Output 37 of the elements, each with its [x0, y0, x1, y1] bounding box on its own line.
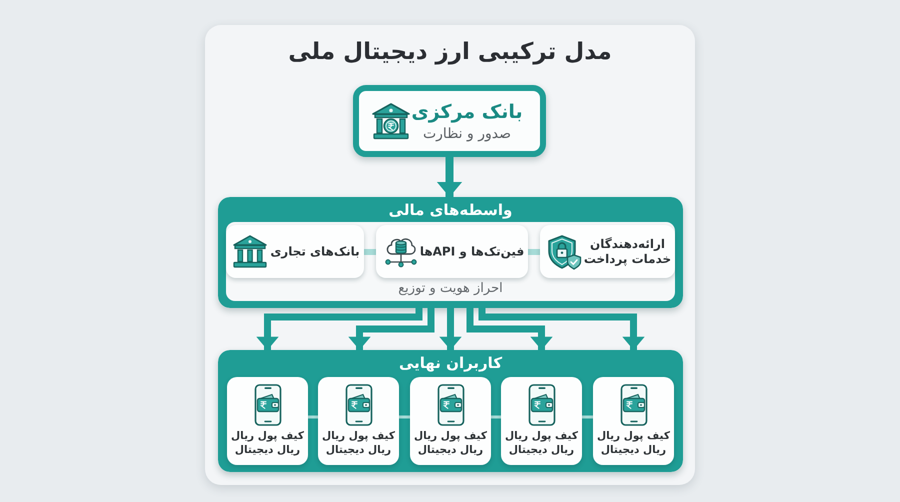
group-heading: واسطه‌های مالی	[388, 200, 512, 220]
card-label: کیف پول ریال ریال دیجیتال	[322, 429, 396, 457]
group-box	[218, 197, 683, 308]
box-title: بانک مرکزی	[411, 100, 523, 124]
card	[376, 225, 528, 278]
card-label: فین‌تک‌ها و APIها	[420, 244, 524, 259]
connector-line	[528, 249, 540, 255]
arrow	[256, 308, 422, 350]
connector-line	[308, 416, 318, 418]
connector-line	[491, 416, 501, 418]
card	[501, 377, 582, 465]
connector-line	[364, 249, 376, 255]
arrow	[348, 308, 434, 350]
connector-line	[399, 416, 410, 418]
arrow	[466, 308, 553, 350]
card	[318, 377, 399, 465]
title: مدل ترکیبی ارز دیجیتال ملی	[288, 38, 612, 67]
arrow	[439, 308, 462, 350]
card	[226, 225, 364, 278]
group-box	[218, 350, 683, 472]
connector-line	[582, 416, 593, 418]
process-box	[353, 85, 546, 157]
card-label: کیف پول ریال ریال دیجیتال	[596, 429, 670, 457]
card	[410, 377, 491, 465]
card-label: کیف پول ریال ریال دیجیتال	[414, 429, 488, 457]
arrow	[478, 308, 645, 350]
box-subtitle: صدور و نظارت	[423, 125, 511, 143]
card-label: بانک‌های تجاری	[270, 244, 360, 259]
group-heading: کاربران نهایی	[398, 353, 502, 373]
group-caption: احراز هویت و توزیع	[398, 281, 503, 297]
card	[227, 377, 308, 465]
arrow	[436, 157, 462, 197]
card	[593, 377, 674, 465]
card-label: ارائه‌دهندگان خدمات پرداخت	[583, 236, 672, 266]
card	[540, 225, 675, 278]
card-label: کیف پول ریال ریال دیجیتال	[504, 429, 578, 457]
card-label: کیف پول ریال ریال دیجیتال	[230, 429, 304, 457]
